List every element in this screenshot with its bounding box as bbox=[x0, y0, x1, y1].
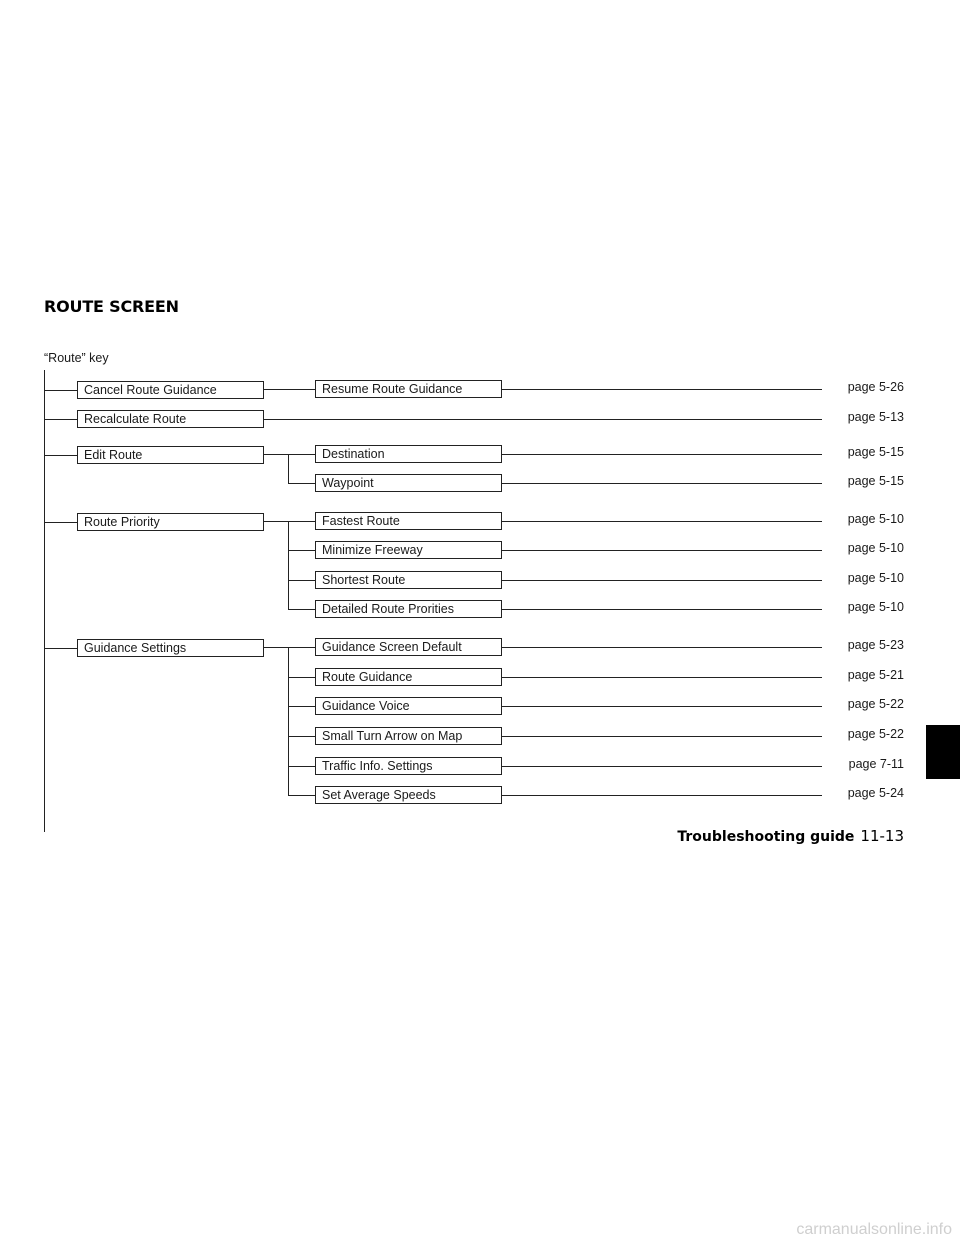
leader-line bbox=[501, 647, 822, 648]
page-reference: page 5-10 bbox=[847, 541, 904, 555]
branch-connector bbox=[288, 677, 315, 678]
branch-connector bbox=[288, 609, 315, 610]
leader-line bbox=[501, 550, 822, 551]
page-reference: page 5-10 bbox=[847, 512, 904, 526]
footer-page-number: 11-13 bbox=[860, 827, 904, 845]
leader-line bbox=[501, 736, 822, 737]
menu-item-cancel-route-guidance: Cancel Route Guidance bbox=[77, 381, 264, 399]
page-reference: page 5-10 bbox=[847, 600, 904, 614]
submenu-item-traffic-info-settings: Traffic Info. Settings bbox=[315, 757, 502, 775]
menu-item-guidance-settings: Guidance Settings bbox=[77, 639, 264, 657]
page-reference: page 5-22 bbox=[847, 697, 904, 711]
branch-connector bbox=[288, 706, 315, 707]
branch-connector bbox=[288, 580, 315, 581]
leader-line bbox=[501, 454, 822, 455]
page-reference: page 5-10 bbox=[847, 571, 904, 585]
sub-branch-line bbox=[288, 454, 289, 484]
branch-connector bbox=[263, 454, 315, 455]
branch-connector bbox=[288, 766, 315, 767]
branch-connector bbox=[263, 389, 315, 390]
sub-branch-line bbox=[288, 521, 289, 610]
submenu-item-waypoint: Waypoint bbox=[315, 474, 502, 492]
branch-connector bbox=[44, 522, 77, 523]
footer-section-name: Troubleshooting guide bbox=[677, 829, 855, 845]
submenu-item-detailed-route-prorities: Detailed Route Prorities bbox=[315, 600, 502, 618]
submenu-item-minimize-freeway: Minimize Freeway bbox=[315, 541, 502, 559]
branch-connector bbox=[288, 483, 315, 484]
menu-item-recalculate-route: Recalculate Route bbox=[77, 410, 264, 428]
leader-line bbox=[501, 521, 822, 522]
leader-line bbox=[501, 609, 822, 610]
page-reference: page 5-13 bbox=[847, 410, 904, 424]
chapter-tab bbox=[926, 725, 960, 779]
submenu-item-guidance-screen-default: Guidance Screen Default bbox=[315, 638, 502, 656]
submenu-item-route-guidance: Route Guidance bbox=[315, 668, 502, 686]
branch-connector bbox=[44, 419, 77, 420]
tree-trunk-line bbox=[44, 370, 45, 832]
page-reference: page 5-15 bbox=[847, 445, 904, 459]
submenu-item-destination: Destination bbox=[315, 445, 502, 463]
page-reference: page 5-22 bbox=[847, 727, 904, 741]
section-title: ROUTE SCREEN bbox=[44, 297, 179, 316]
submenu-item-small-turn-arrow-on-map: Small Turn Arrow on Map bbox=[315, 727, 502, 745]
submenu-item-resume-route-guidance: Resume Route Guidance bbox=[315, 380, 502, 398]
branch-connector bbox=[263, 521, 315, 522]
page-footer: Troubleshooting guide 11-13 bbox=[677, 827, 904, 846]
watermark: carmanualsonline.info bbox=[796, 1221, 952, 1238]
page-reference: page 7-11 bbox=[848, 757, 904, 771]
route-key-label: “Route” key bbox=[44, 351, 109, 365]
leader-line bbox=[501, 483, 822, 484]
branch-connector bbox=[288, 736, 315, 737]
page-reference: page 5-21 bbox=[847, 668, 904, 682]
leader-line bbox=[501, 795, 822, 796]
leader-line bbox=[501, 389, 822, 390]
sub-branch-line bbox=[288, 647, 289, 796]
branch-connector bbox=[44, 455, 77, 456]
branch-connector bbox=[288, 795, 315, 796]
leader-line bbox=[501, 677, 822, 678]
branch-connector bbox=[44, 648, 77, 649]
page-reference: page 5-26 bbox=[847, 380, 904, 394]
leader-line bbox=[501, 766, 822, 767]
page-reference: page 5-23 bbox=[847, 638, 904, 652]
branch-connector bbox=[288, 550, 315, 551]
leader-line bbox=[501, 580, 822, 581]
leader-line bbox=[501, 706, 822, 707]
branch-connector bbox=[263, 647, 315, 648]
submenu-item-shortest-route: Shortest Route bbox=[315, 571, 502, 589]
menu-item-route-priority: Route Priority bbox=[77, 513, 264, 531]
submenu-item-guidance-voice: Guidance Voice bbox=[315, 697, 502, 715]
submenu-item-set-average-speeds: Set Average Speeds bbox=[315, 786, 502, 804]
menu-item-edit-route: Edit Route bbox=[77, 446, 264, 464]
leader-line bbox=[263, 419, 822, 420]
page-reference: page 5-24 bbox=[847, 786, 904, 800]
submenu-item-fastest-route: Fastest Route bbox=[315, 512, 502, 530]
branch-connector bbox=[44, 390, 77, 391]
page-reference: page 5-15 bbox=[847, 474, 904, 488]
